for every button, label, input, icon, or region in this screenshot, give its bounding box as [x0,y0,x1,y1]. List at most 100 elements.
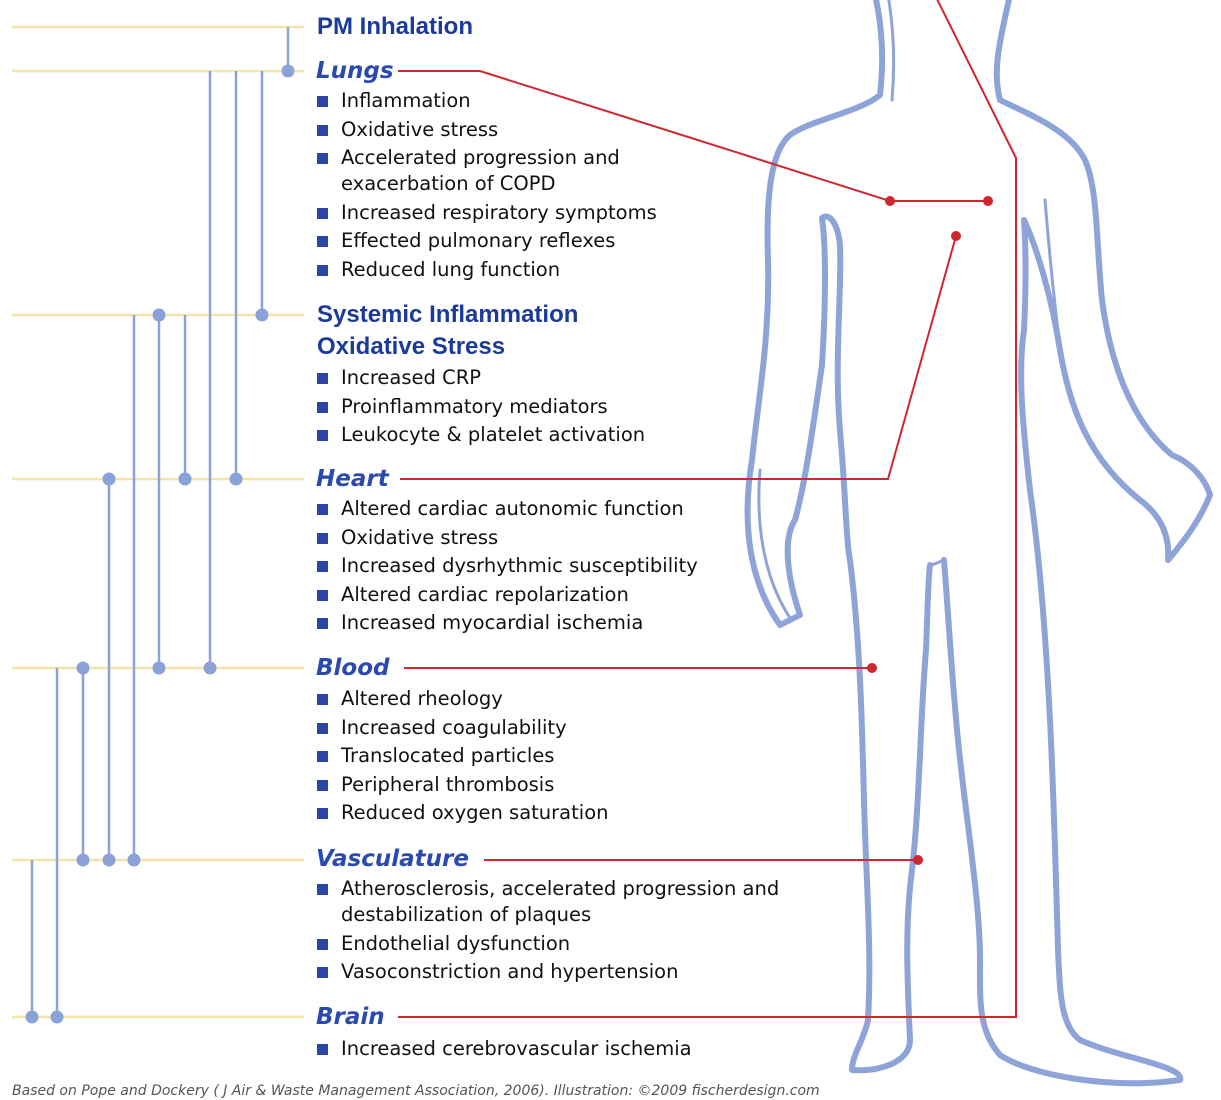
dot-lungs [282,65,295,78]
dot-heart [230,473,243,486]
bullet-square [317,1044,328,1055]
pathway-connectors [32,27,288,1017]
bullet-square [317,430,328,441]
list-item: Effected pulmonary reflexes [316,228,657,254]
human-body-illustration [748,0,1210,1083]
dot-systemic [256,309,269,322]
effect-text: Oxidative stress [341,526,498,549]
list-item: Atherosclerosis, accelerated progression… [316,876,781,928]
list-item: Altered cardiac autonomic function [316,496,698,522]
effect-text: Increased CRP [341,366,481,389]
bullet-square [317,884,328,895]
heart-effects-list: Altered cardiac autonomic function Oxida… [316,496,698,639]
list-item: Reduced lung function [316,257,657,283]
dot-blood [77,662,90,675]
list-item: Increased dysrhythmic susceptibility [316,553,698,579]
effect-text: Increased dysrhythmic susceptibility [341,554,698,577]
effect-text: Altered rheology [341,687,503,710]
bullet-square [317,504,328,515]
list-item: Increased coagulability [316,715,608,741]
effect-text: Increased respiratory symptoms [341,201,657,224]
effect-text: Atherosclerosis, accelerated progression… [341,877,779,926]
bullet-square [317,780,328,791]
vasculature-effects-list: Atherosclerosis, accelerated progression… [316,876,781,988]
effect-text: Proinflammatory mediators [341,395,608,418]
bullet-square [317,236,328,247]
heart-label: Heart [316,464,389,494]
dot-heart [103,473,116,486]
pointer-dot-blood [867,663,877,673]
bullet-square [317,96,328,107]
blood-effects-list: Altered rheology Increased coagulability… [316,686,608,829]
effect-text: Inflammation [341,89,471,112]
effect-text: Vasoconstriction and hypertension [341,960,678,983]
list-item: Oxidative stress [316,117,657,143]
lungs-effects-list: Inflammation Oxidative stress Accelerate… [316,88,657,286]
effect-text: Effected pulmonary reflexes [341,229,615,252]
bullet-square [317,208,328,219]
effect-text: Altered cardiac repolarization [341,583,629,606]
dot-vasculature [77,854,90,867]
effect-text: Translocated particles [341,744,554,767]
bullet-square [317,125,328,136]
list-item: Endothelial dysfunction [316,931,781,957]
effect-text: Peripheral thrombosis [341,773,554,796]
dot-brain [51,1011,64,1024]
pm-inhalation-heading: PM Inhalation [317,11,473,43]
systemic-effects-list: Increased CRP Proinflammatory mediators … [316,365,645,451]
oxidative-stress-heading: Oxidative Stress [317,331,505,363]
list-item: Accelerated progression and exacerbation… [316,145,631,197]
body-outline [748,0,1210,1083]
bullet-square [317,723,328,734]
brain-label: Brain [316,1002,385,1032]
dot-vasculature [103,854,116,867]
pointer-dot-heart [951,231,961,241]
bullet-square [317,153,328,164]
lungs-label: Lungs [316,56,394,86]
dot-brain [26,1011,39,1024]
list-item: Vasoconstriction and hypertension [316,959,781,985]
dot-vasculature [128,854,141,867]
pointer-dot-vasculature [913,855,923,865]
list-item: Increased respiratory symptoms [316,200,657,226]
pointer-dots [867,196,993,865]
bullet-square [317,533,328,544]
bullet-square [317,265,328,276]
dot-blood [153,662,166,675]
bullet-square [317,694,328,705]
list-item: Increased cerebrovascular ischemia [316,1036,692,1062]
effect-text: Leukocyte & platelet activation [341,423,645,446]
effect-text: Oxidative stress [341,118,498,141]
list-item: Altered cardiac repolarization [316,582,698,608]
effect-text: Altered cardiac autonomic function [341,497,684,520]
bullet-square [317,590,328,601]
effect-text: Increased myocardial ischemia [341,611,643,634]
blood-label: Blood [316,653,389,683]
effect-text: Reduced oxygen saturation [341,801,608,824]
dot-heart [179,473,192,486]
bullet-square [317,618,328,629]
pointer-dot-lungs [885,196,895,206]
list-item: Increased myocardial ischemia [316,610,698,636]
list-item: Inflammation [316,88,657,114]
list-item: Peripheral thrombosis [316,772,608,798]
bullet-square [317,373,328,384]
list-item: Leukocyte & platelet activation [316,422,645,448]
systemic-inflammation-heading: Systemic Inflammation [317,299,578,331]
dot-systemic [153,309,166,322]
effect-text: Endothelial dysfunction [341,932,570,955]
list-item: Altered rheology [316,686,608,712]
bullet-square [317,402,328,413]
bullet-square [317,561,328,572]
source-credit: Based on Pope and Dockery ( J Air & Wast… [12,1082,820,1100]
list-item: Proinflammatory mediators [316,394,645,420]
effect-text: Increased coagulability [341,716,567,739]
bullet-square [317,939,328,950]
bullet-square [317,751,328,762]
brain-effects-list: Increased cerebrovascular ischemia [316,1036,692,1065]
list-item: Oxidative stress [316,525,698,551]
pointer-dot-lungs [983,196,993,206]
vasculature-label: Vasculature [316,844,469,874]
effect-text: Accelerated progression and exacerbation… [341,146,620,195]
list-item: Translocated particles [316,743,608,769]
